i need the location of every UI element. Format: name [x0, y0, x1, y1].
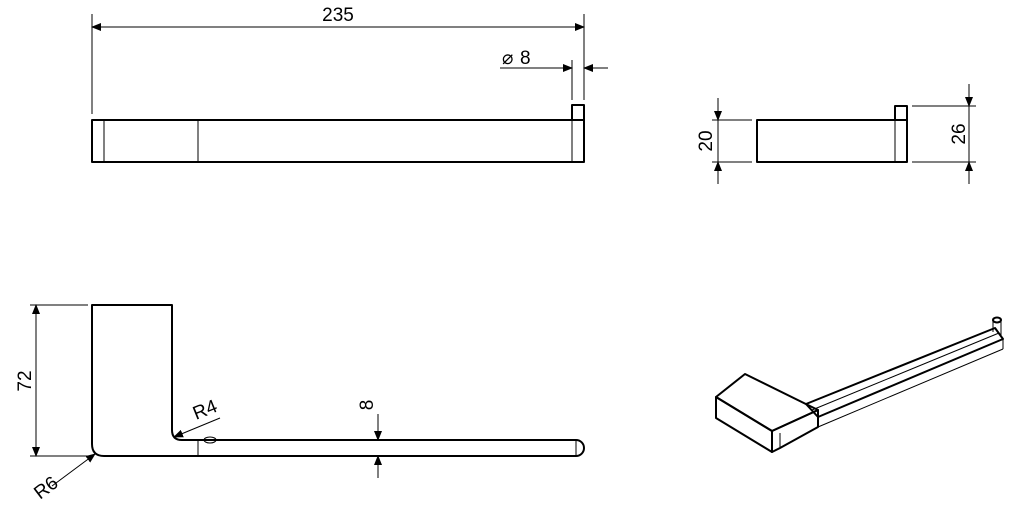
iso-block-front — [715, 396, 773, 453]
radius-r6-label: R6 — [30, 473, 62, 504]
front-view-end-post — [571, 104, 585, 121]
side-view-end-post — [894, 105, 908, 121]
height20-label: 20 — [696, 130, 717, 151]
diameter-label: 8 — [520, 48, 531, 69]
top-view-screw-mark — [203, 436, 217, 444]
top-view-profile — [91, 304, 585, 457]
front-view-body — [91, 119, 585, 163]
height72-label: 72 — [15, 370, 36, 391]
side-view-plate — [756, 119, 908, 163]
radius-r4-leader — [173, 417, 221, 438]
iso-block-side — [771, 409, 819, 453]
iso-arm — [805, 327, 1004, 418]
iso-end-post-top — [992, 316, 1002, 324]
isometric-view — [715, 316, 1004, 453]
front-view: 235 ⌀ 8 — [91, 5, 608, 163]
side-view: 20 26 — [696, 84, 976, 184]
height26-label: 26 — [949, 123, 970, 144]
top-view: 72 8 R4 R6 — [15, 304, 585, 504]
diameter-symbol: ⌀ — [502, 48, 513, 69]
iso-arm-edge-top — [811, 332, 1000, 411]
thickness-label: 8 — [357, 400, 378, 411]
length-label: 235 — [322, 5, 354, 26]
iso-arm-edge-bottom — [817, 348, 1004, 428]
radius-r6-leader — [51, 453, 96, 487]
iso-block-chamfer — [744, 373, 807, 405]
radius-r4-label: R4 — [190, 396, 221, 425]
